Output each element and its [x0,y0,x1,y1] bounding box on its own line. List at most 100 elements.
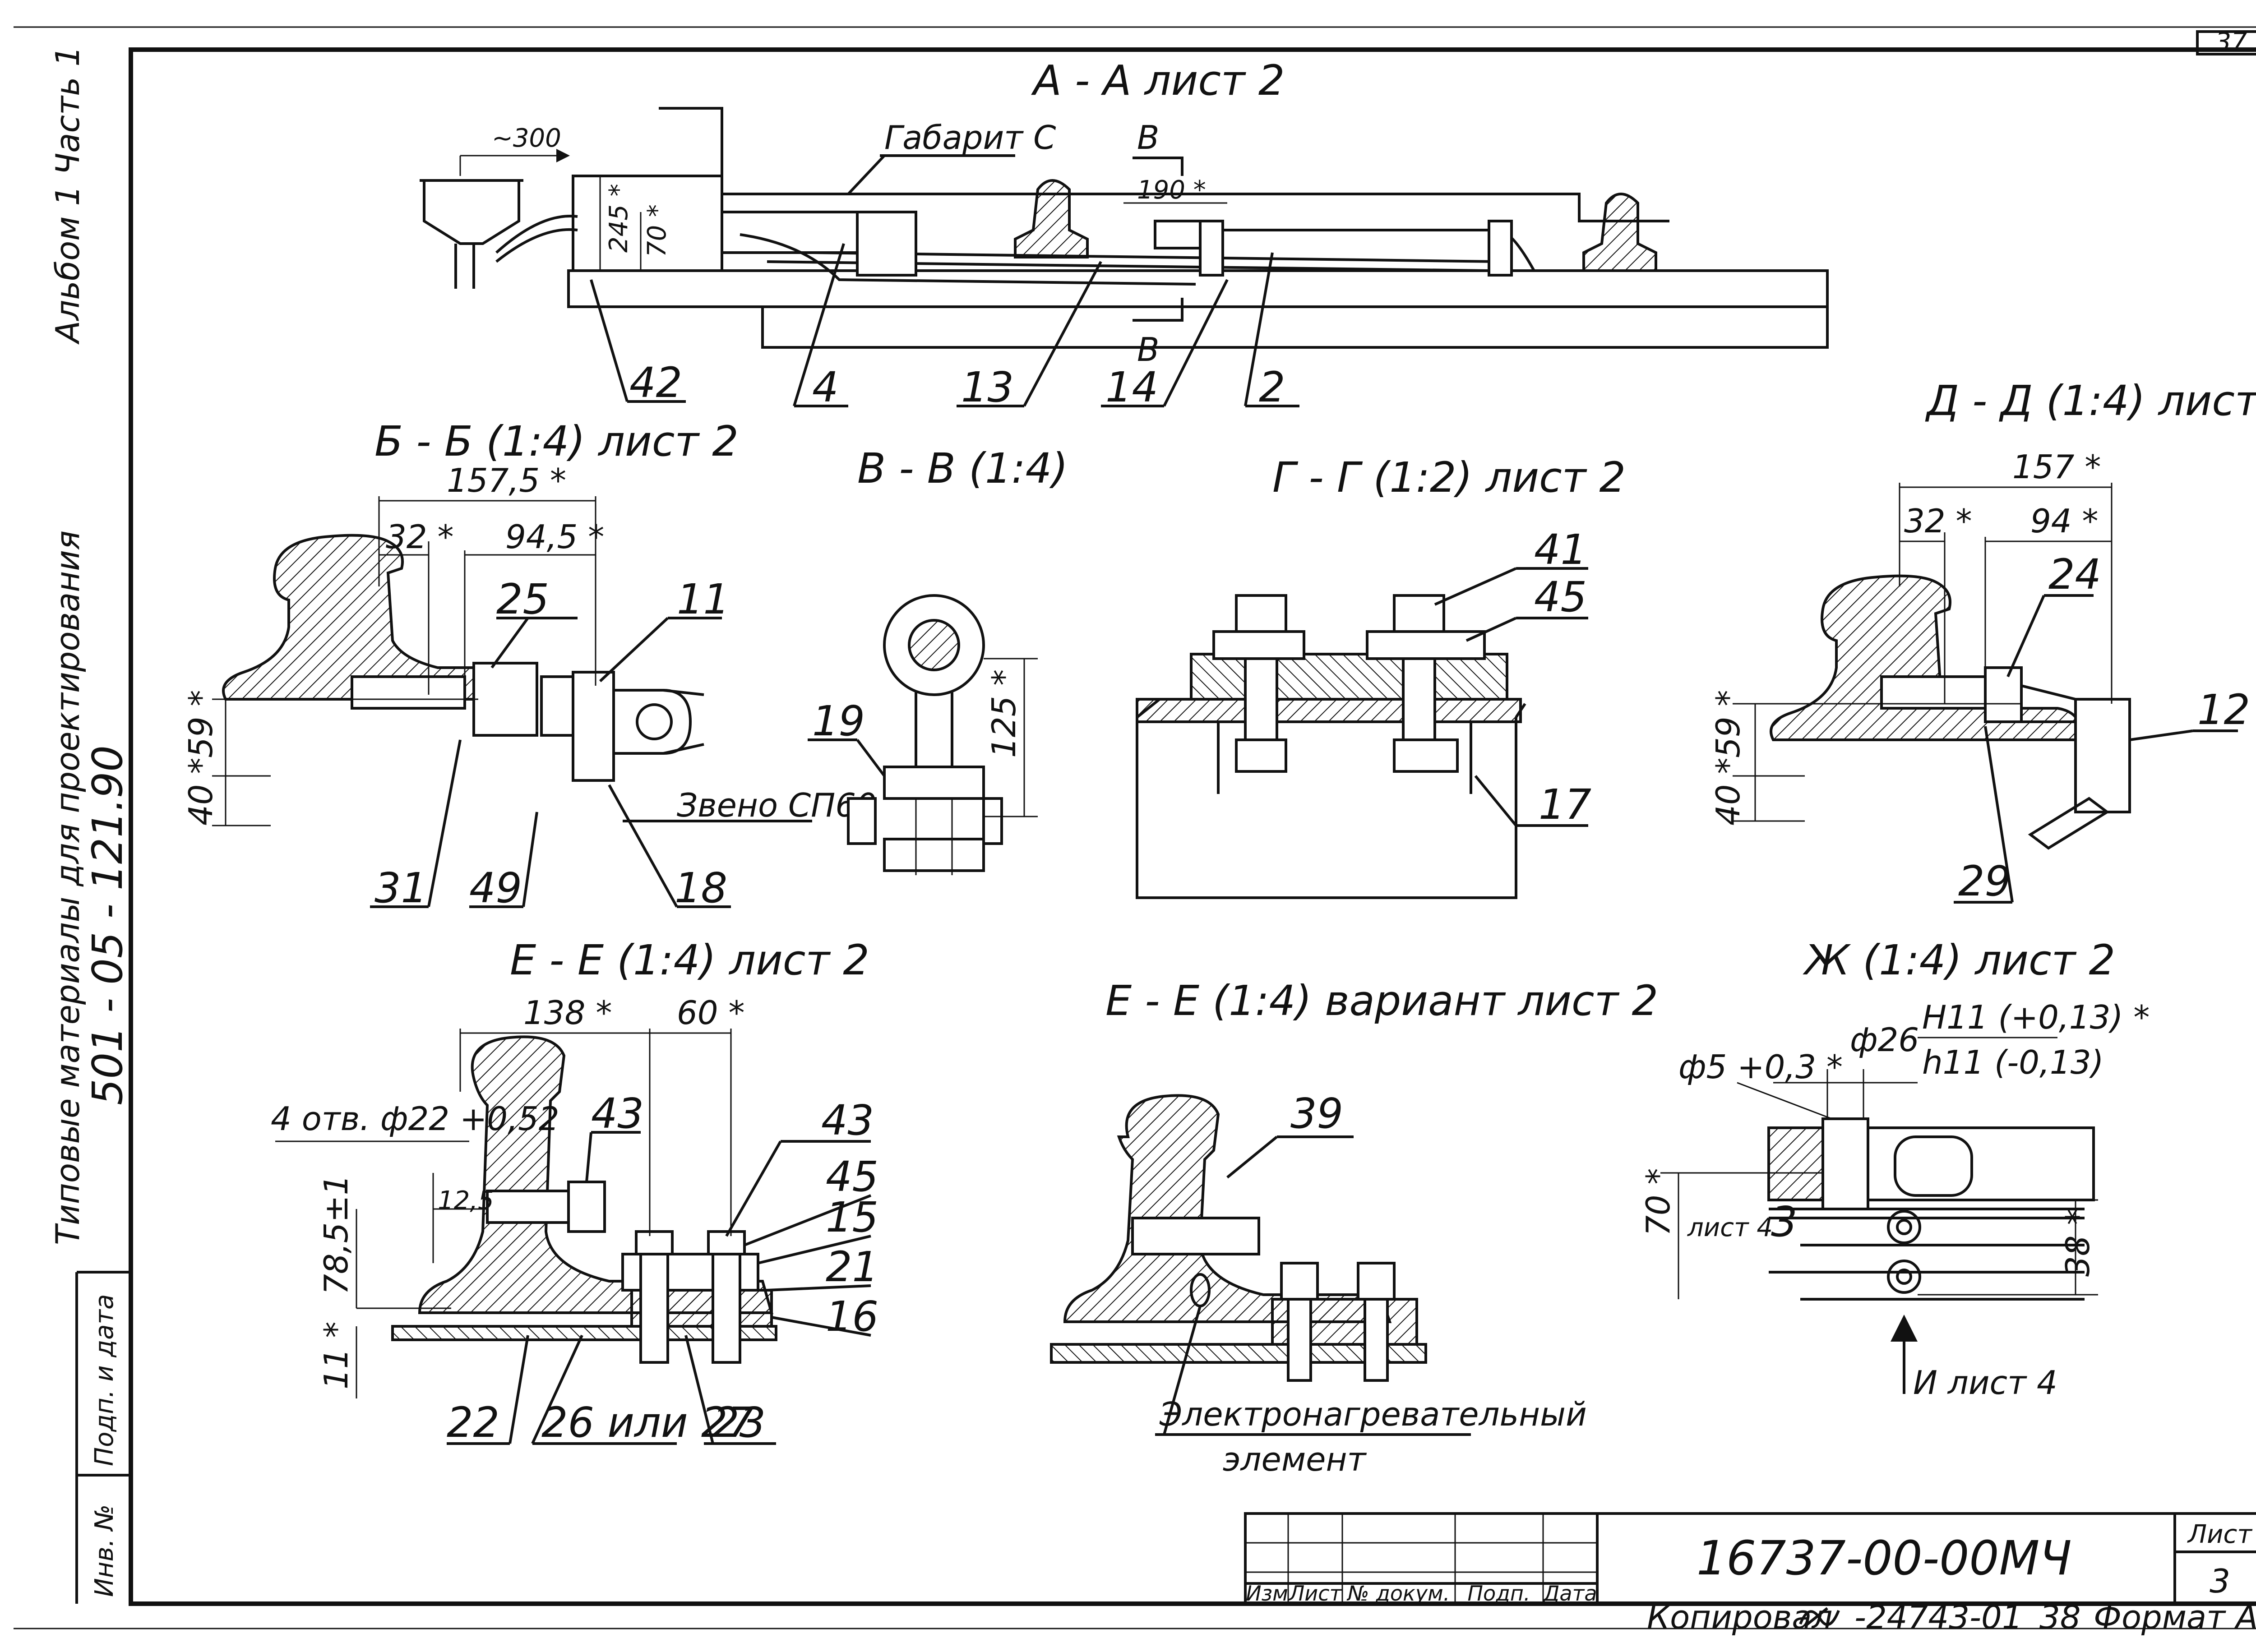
aa-dim-300: ~300 [492,124,561,153]
view-vv: В - В (1:4) 125 * 19 [808,444,1068,875]
ee-dim-60: 60 * [677,994,745,1032]
gg-callout-17: 17 [1539,780,1591,829]
aa-dim-245: 245 * [604,184,633,253]
ee-dim-138: 138 * [523,994,612,1032]
ee2-callout-39: 39 [1290,1089,1343,1138]
view-zh: Ж (1:4) лист 2 ф5 +0,3 * ф26 Н11 (+0,13)… [1639,936,2150,1402]
dd-dim-59: 59 * [1709,690,1747,758]
aa-callout-42: 42 [629,359,682,407]
view-bb: Б - Б (1:4) лист 2 157,5 * 32 * 94,5 * 5… [182,417,877,912]
view-dd-title: Д - Д (1:4) лист 2 [1925,377,2256,425]
rail-right-section [1582,193,1657,272]
view-vv-title: В - В (1:4) [857,444,1068,493]
ee-callout-16: 16 [826,1292,878,1341]
ee-callout-21: 21 [826,1243,878,1291]
view-aa: А - А лист 2 Габарит С ~300 [420,56,1829,411]
vv-callout-19: 19 [812,697,865,745]
sheet-number: 3 [2210,1562,2230,1600]
gabarit-line [659,107,1669,222]
view-ee: Е - Е (1:4) лист 2 138 * 60 * 4 отв. ф22… [271,936,878,1447]
sheet-label: Лист [2187,1520,2252,1549]
aa-callout-2: 2 [1259,363,1285,411]
view-gg-title: Г - Г (1:2) лист 2 [1272,453,1626,502]
side-series-code: 501 - 05 - 121.90 [83,745,132,1105]
gg-callout-41: 41 [1534,526,1587,574]
copy-number: -24743-01 [1854,1598,2023,1636]
stamp-hdr-date: Дата [1542,1581,1597,1606]
side-inv-no: Инв. № [90,1504,119,1597]
side-sign-date: Подп. и дата [90,1294,119,1466]
bb-callout-49: 49 [469,864,522,912]
ee-callout-26-27: 26 или 27 [541,1398,754,1447]
dd-dim-94: 94 * [2030,502,2099,540]
side-margin: Альбом 1 Часть 1 Типовые материалы для п… [49,46,132,1604]
view-ee2-title: Е - Е (1:4) вариант лист 2 [1105,977,1658,1025]
vv-dim-125: 125 * [985,669,1023,758]
dd-dim-32: 32 * [1904,502,1972,540]
aa-section-mark-top: В [1137,119,1159,157]
side-series-title: Типовые материалы для проектирования [49,531,87,1245]
view-aa-title: А - А лист 2 [1031,56,1285,105]
stamp-hdr-izm: Изм [1246,1581,1288,1606]
dd-dim-40: 40 * [1709,757,1747,826]
bb-callout-11: 11 [677,575,730,623]
ee2-note-line1: Электронагревательный [1159,1395,1587,1433]
rail-left-section [1014,179,1089,258]
copy-line: Копировал -24743-01 38 Формат А3 [1647,1598,2256,1636]
aa-callout-14: 14 [1105,363,1158,411]
zh-dim-38: 38 * [2059,1209,2097,1277]
ee-callout-43-a: 43 [591,1089,644,1138]
corner-number: 37 [2215,28,2247,57]
dd-callout-12: 12 [2197,686,2250,734]
gg-base-plate [1136,698,1522,723]
view-ee-title: Е - Е (1:4) лист 2 [510,936,869,984]
aa-callout-4: 4 [812,363,839,411]
title-block: Изм Лист № докум. Подп. Дата 16737-00-00… [1244,1512,2256,1606]
motor-housing [423,179,520,245]
view-dd: Д - Д (1:4) лист 2 157 * 32 * 94 * 59 * … [1709,377,2256,905]
aa-dim-70: 70 * [643,204,672,257]
ee-dim-11: 11 * [317,1321,355,1389]
copy-sheet: 38 [2039,1598,2081,1636]
zh-dim-70: 70 * [1639,1168,1677,1236]
bb-dim-40: 40 * [182,757,220,826]
dd-rail-section [1770,574,2082,741]
bb-dim-32: 32 * [386,518,454,556]
copied-by: Копировал [1647,1598,1832,1636]
view-ee-variant: Е - Е (1:4) вариант лист 2 39 Электронаг… [1050,977,1658,1478]
ee-callout-43-b: 43 [821,1096,874,1144]
view-zh-title: Ж (1:4) лист 2 [1803,936,2115,984]
bb-callout-31: 31 [374,864,427,912]
bb-dim-59: 59 * [182,690,220,758]
view-bb-title: Б - Б (1:4) лист 2 [374,417,739,466]
ee-callout-45: 45 [826,1153,878,1201]
zh-ref-list4: лист 4 [1687,1213,1773,1242]
bb-note-link: Звено СП60 [677,786,877,824]
gg-clamp-plate [1190,653,1508,701]
gabarit-label: Габарит С [884,119,1056,157]
stamp-hdr-list: Лист [1288,1581,1342,1606]
doc-code: 16737-00-00МЧ [1697,1531,2072,1586]
zh-dim-h11-lower: h11 (-0,13) [1922,1043,2104,1081]
dd-callout-29: 29 [1958,857,2011,905]
gg-base-outline [1136,717,1517,899]
zh-ref-num: 3 [1771,1198,1798,1246]
ee-callout-22: 22 [447,1398,499,1447]
view-gg: Г - Г (1:2) лист 2 41 45 17 [1136,453,1626,899]
gg-callout-45: 45 [1534,573,1587,621]
sleeper-beam [567,269,1829,308]
bb-callout-25: 25 [496,575,549,623]
ee-dim-78-5: 78,5±1 [317,1175,355,1295]
dd-dim-157: 157 * [2012,448,2101,486]
copier-signature [1799,1607,1840,1628]
ee-callout-15: 15 [826,1193,878,1241]
foundation-outline [761,307,1829,349]
ee-callout-23: 23 [713,1398,766,1447]
stamp-hdr-sign: Подп. [1467,1581,1530,1606]
aa-section-mark-bottom: В [1137,331,1159,369]
ee-dim-12-5: 12,5 [438,1186,494,1215]
zh-dim-f5: ф5 +0,3 * [1678,1048,1843,1086]
dd-callout-24: 24 [2048,550,2101,599]
ee2-note-line2: элемент [1223,1440,1367,1478]
zh-ref-view-i: И лист 4 [1913,1364,2057,1402]
